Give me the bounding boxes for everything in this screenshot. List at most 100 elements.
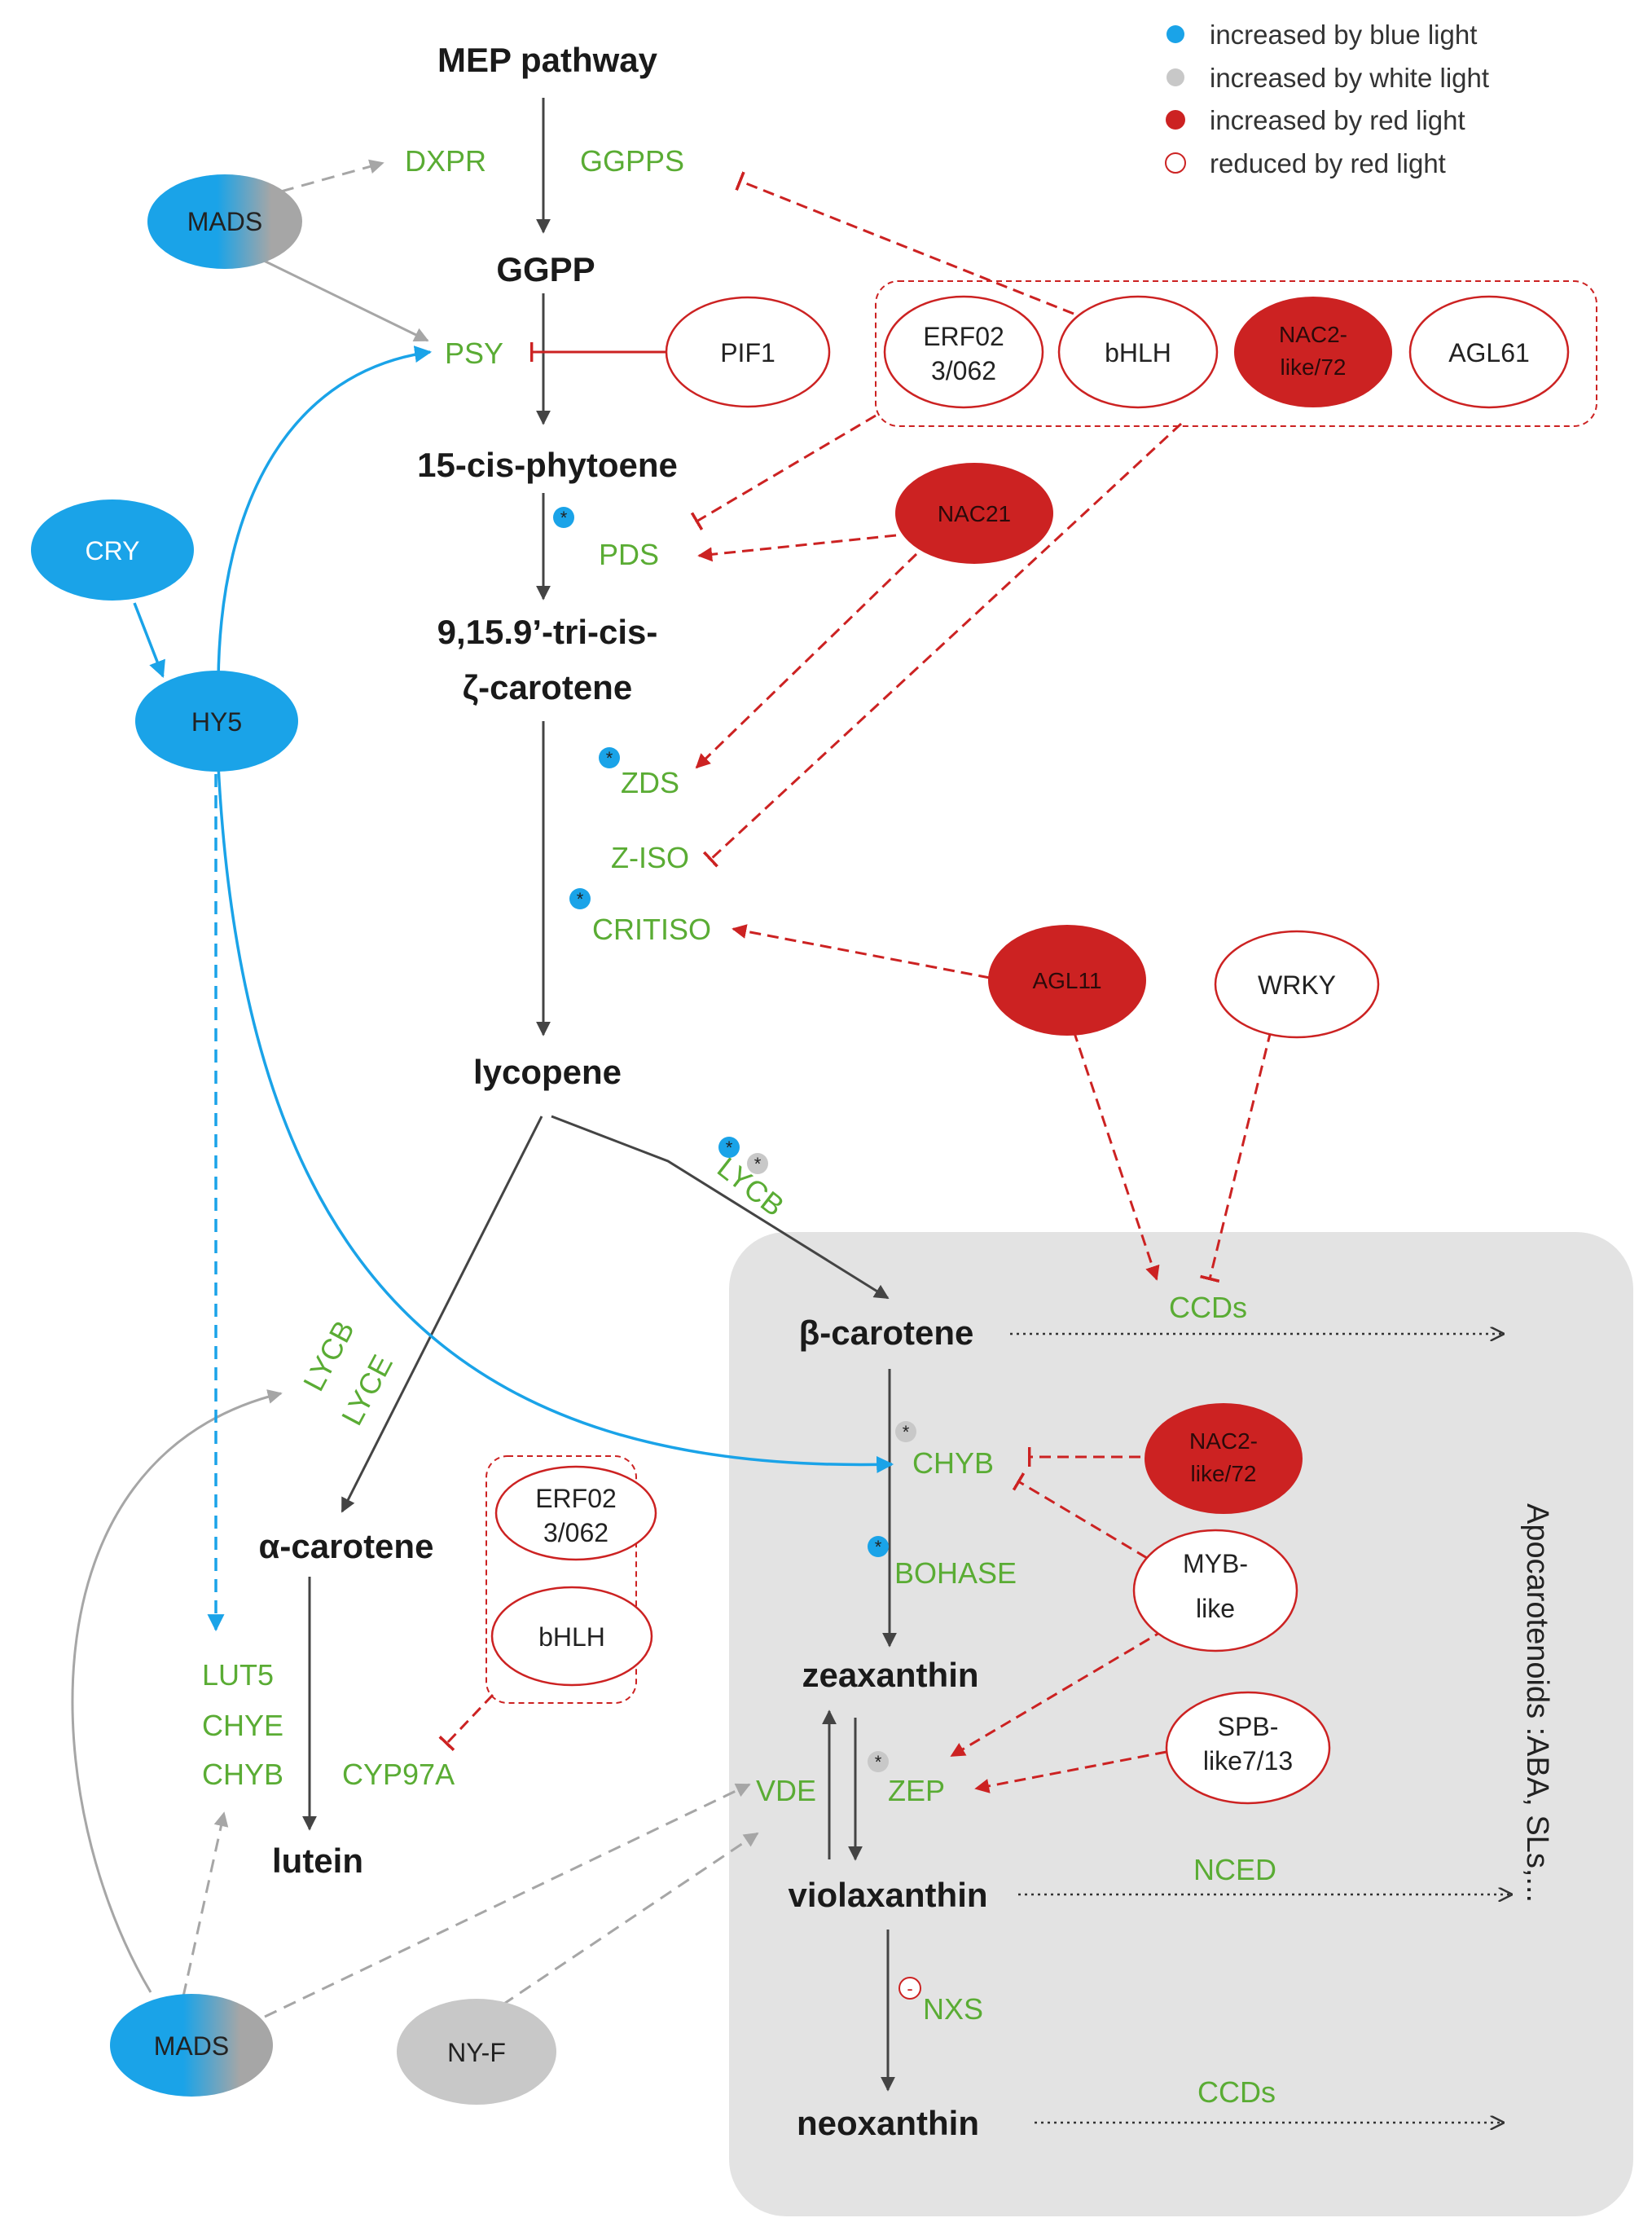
zeaxanthin-label: zeaxanthin	[802, 1656, 978, 1694]
spb-label-1: SPB-	[1218, 1712, 1279, 1741]
blue-hy5-psy	[217, 345, 433, 681]
cyp97a-label: CYP97A	[342, 1758, 455, 1791]
nac21-label: NAC21	[938, 501, 1011, 526]
svg-text:*: *	[726, 1138, 733, 1158]
arrow-lycopene-beta	[551, 1115, 890, 1300]
arrow-lycopene-alpha	[341, 1116, 543, 1513]
legend-white-dot	[1167, 68, 1184, 86]
svg-text:*: *	[875, 1752, 882, 1772]
legend-red-dot	[1166, 110, 1185, 130]
tricis-label-1: 9,15.9’-tri-cis-	[437, 613, 658, 651]
red-agl11-ccds	[1072, 1030, 1160, 1281]
zds-blue-marker	[599, 747, 620, 768]
erf-mid-node	[494, 1465, 657, 1561]
hy5-node	[135, 671, 298, 772]
vde-label: VDE	[756, 1774, 816, 1807]
cry-node	[31, 499, 194, 601]
bohase-label: BOHASE	[894, 1556, 1017, 1590]
nyf-node	[397, 1999, 556, 2105]
agl11-node	[988, 925, 1146, 1036]
cry-label: CRY	[86, 536, 140, 565]
ziso-label: Z-ISO	[611, 841, 689, 874]
legend-white-label: increased by white light	[1210, 63, 1489, 93]
lut5-label: LUT5	[202, 1658, 274, 1692]
ggpp-label: GGPP	[496, 250, 595, 288]
alpha-carotene-label: α-carotene	[259, 1527, 434, 1565]
pif1-node	[665, 296, 831, 408]
bhlh-mid-label: bHLH	[538, 1622, 605, 1652]
lycb-blue-marker	[718, 1137, 740, 1158]
nac21-node	[895, 463, 1053, 564]
mads-top-label: MADS	[187, 207, 262, 236]
bohase-blue-marker	[868, 1536, 889, 1557]
zep-label: ZEP	[888, 1774, 945, 1807]
pds-blue-marker	[553, 507, 574, 528]
gray-dashed-mads-dxpr	[280, 159, 384, 193]
mads-bottom-node	[110, 1994, 273, 2097]
red-agl11-critiso	[732, 924, 991, 979]
nxs-reduced-marker	[898, 1977, 921, 2000]
main-pathway-arrows	[302, 98, 897, 2092]
chye-label: CHYE	[202, 1709, 283, 1742]
repressor-group-box-mid	[485, 1455, 637, 1704]
zep-white-marker	[868, 1751, 889, 1772]
nac2-top-label-1: NAC2-	[1279, 322, 1347, 347]
legend-red-label: increased by red light	[1210, 105, 1465, 135]
red-nac21-pds	[697, 534, 897, 562]
red-erf-pds-inhibit	[696, 414, 877, 521]
svg-text:*: *	[754, 1154, 762, 1174]
legend-blue-label: increased by blue light	[1210, 20, 1477, 50]
neoxanthin-label: neoxanthin	[797, 2104, 979, 2142]
erf-top-label-2: 3/062	[931, 356, 996, 385]
gray-mads-psy	[260, 257, 429, 342]
nac2-top-label-2: like/72	[1281, 354, 1347, 380]
hy5-label: HY5	[191, 707, 242, 737]
dxpr-label: DXPR	[405, 144, 486, 178]
mads-bottom-label: MADS	[154, 2031, 229, 2061]
erf-mid-label-1: ERF02	[535, 1484, 617, 1513]
red-myb-zep	[950, 1628, 1166, 1758]
lutein-label: lutein	[272, 1842, 363, 1880]
nac2-mid-label-1: NAC2-	[1189, 1428, 1258, 1454]
nac2-mid-node	[1145, 1403, 1303, 1514]
nyf-label: NY-F	[447, 2038, 506, 2067]
apocarotenoid-arrows	[1010, 1334, 1511, 2123]
tricis-label-2: ζ-carotene	[463, 668, 632, 706]
psy-label: PSY	[445, 337, 503, 370]
spb-label-2: like7/13	[1203, 1746, 1293, 1776]
light-markers: *** *** **-	[553, 507, 921, 2000]
zds-label: ZDS	[621, 766, 679, 799]
critiso-label: CRITISO	[592, 913, 711, 946]
svg-text:*: *	[875, 1537, 882, 1557]
nced-label: NCED	[1193, 1853, 1276, 1886]
myb-label-1: MYB-	[1183, 1549, 1248, 1578]
ccds-bottom-label: CCDs	[1197, 2075, 1276, 2109]
nac2-top-node	[1234, 297, 1392, 407]
blue-light-arrows	[133, 345, 894, 1632]
nxs-label: NXS	[923, 1992, 983, 2026]
agl61-label: AGL61	[1448, 338, 1530, 367]
wrky-node	[1214, 930, 1380, 1039]
violaxanthin-label: violaxanthin	[788, 1876, 987, 1914]
wrky-label: WRKY	[1258, 970, 1336, 1000]
bhlh-top-node	[1057, 295, 1219, 409]
red-nac21-zds	[695, 552, 918, 769]
legend-reduced-dot	[1165, 152, 1186, 174]
svg-text:-: -	[907, 1978, 912, 1999]
white-light-arrows	[71, 159, 759, 2018]
red-wrky-ccds-inhibit	[1210, 1030, 1272, 1279]
red-myb-chyb-inhibit	[1018, 1481, 1148, 1560]
lycb-white-marker	[747, 1153, 768, 1174]
mads-top-node	[147, 174, 302, 269]
apocarotenoids-label: Apocarotenoids :ABA, SLs,...	[1520, 1503, 1554, 1903]
beta-carotene-label: β-carotene	[799, 1314, 974, 1352]
blue-cry-hy5	[133, 602, 165, 678]
red-light-regulation	[446, 181, 1272, 1793]
pds-label: PDS	[599, 538, 659, 571]
bhlh-mid-node	[490, 1586, 653, 1687]
ggpps-label: GGPPS	[580, 144, 684, 178]
gray-dashed-mads-vde	[264, 1783, 751, 2018]
svg-text:*: *	[606, 748, 613, 768]
